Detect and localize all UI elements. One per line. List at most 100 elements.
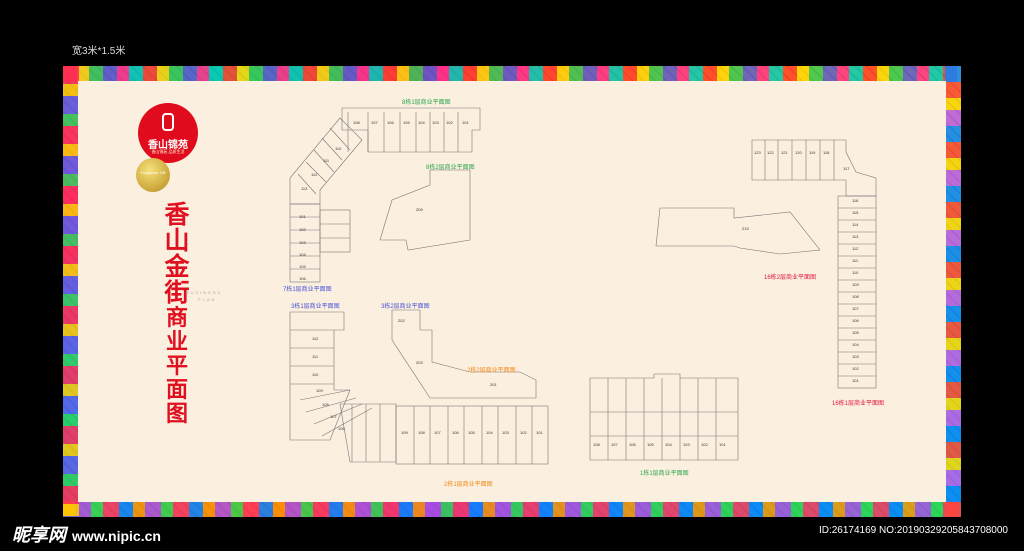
title-bottom: 商 业 平 面 图 bbox=[160, 307, 194, 427]
plan-title-1-1: 1栋1层商业平面图 bbox=[640, 471, 689, 477]
unit-label: 103 bbox=[683, 442, 690, 447]
badge-text: Fragrance Hill bbox=[140, 170, 166, 175]
plan-7-1 bbox=[289, 117, 363, 283]
unit-label: 108 bbox=[322, 402, 329, 407]
unit-label: 102 bbox=[520, 430, 527, 435]
unit-label: 103 bbox=[299, 240, 306, 245]
title-char: 香 bbox=[164, 200, 190, 229]
unit-label: 107 bbox=[371, 120, 378, 125]
plan-title-3-1: 3栋1层商业平面图 bbox=[291, 304, 340, 310]
unit-label: 113 bbox=[852, 234, 859, 239]
unit-label: 101 bbox=[719, 442, 726, 447]
unit-label: 107 bbox=[330, 414, 337, 419]
plan-3-1-2-1 bbox=[289, 311, 549, 465]
title-char: 图 bbox=[165, 402, 188, 427]
unit-label: 111 bbox=[323, 158, 330, 163]
plan-title-16-1: 16栋1层商业平面图 bbox=[832, 401, 885, 407]
subtitle-en-2: PLAN bbox=[198, 297, 217, 302]
plan-title-7-1: 7栋1层商业平面图 bbox=[283, 287, 332, 293]
plan-canvas bbox=[78, 81, 946, 502]
title-char: 业 bbox=[165, 330, 188, 355]
unit-label: 202 bbox=[398, 318, 405, 323]
unit-label: 119 bbox=[809, 150, 816, 155]
unit-label: 107 bbox=[611, 442, 618, 447]
unit-label: 201 bbox=[490, 382, 497, 387]
unit-label: 105 bbox=[468, 430, 475, 435]
watermark-brand-text: 昵享网 bbox=[12, 525, 66, 545]
logo-emblem-icon bbox=[162, 113, 174, 131]
unit-label: 113 bbox=[301, 186, 308, 191]
plan-title-16-2: 16栋2层商业平面图 bbox=[764, 275, 817, 281]
unit-label: 111 bbox=[852, 258, 859, 263]
unit-label: 117 bbox=[843, 166, 850, 171]
unit-label: 108 bbox=[852, 294, 859, 299]
unit-label: 104 bbox=[852, 342, 859, 347]
unit-label: 105 bbox=[852, 330, 859, 335]
unit-label: 103 bbox=[502, 430, 509, 435]
unit-label: 103 bbox=[432, 120, 439, 125]
title-char: 山 bbox=[164, 226, 190, 255]
unit-label: 116 bbox=[852, 198, 859, 203]
unit-label: 110 bbox=[335, 146, 342, 151]
logo-name: 香山锦苑 bbox=[148, 140, 188, 151]
size-note: 宽3米*1.5米 bbox=[72, 46, 126, 57]
unit-label: 102 bbox=[446, 120, 453, 125]
watermark-id: ID:26174169 NO:20190329205843708000 bbox=[818, 525, 1008, 536]
unit-label: 104 bbox=[299, 252, 306, 257]
unit-label: 106 bbox=[338, 426, 345, 431]
plan-8-2 bbox=[379, 169, 471, 251]
unit-label: 109 bbox=[316, 388, 323, 393]
unit-label: 108 bbox=[418, 430, 425, 435]
unit-label: 112 bbox=[311, 172, 318, 177]
unit-label: 106 bbox=[299, 276, 306, 281]
title-char: 商 bbox=[165, 306, 188, 331]
unit-label: 105 bbox=[299, 264, 306, 269]
unit-label: 105 bbox=[403, 120, 410, 125]
unit-label: 106 bbox=[629, 442, 636, 447]
unit-label: 118 bbox=[823, 150, 830, 155]
unit-label: 101 bbox=[536, 430, 543, 435]
plan-16-1 bbox=[751, 139, 877, 389]
unit-label: 114 bbox=[852, 222, 859, 227]
unit-label: 110 bbox=[852, 270, 859, 275]
watermark-site: www.nipic.cn bbox=[72, 528, 161, 544]
unit-label: 103 bbox=[852, 354, 859, 359]
unit-label: 109 bbox=[852, 282, 859, 287]
plan-3-2-2-2 bbox=[391, 309, 537, 399]
title-char: 金 bbox=[164, 252, 190, 281]
unit-label: 112 bbox=[852, 246, 859, 251]
title-char: 街 bbox=[164, 278, 190, 307]
unit-label: 112 bbox=[312, 336, 319, 341]
unit-label: 215 bbox=[742, 226, 749, 231]
gold-badge: Fragrance Hill bbox=[136, 158, 170, 192]
plan-title-2-1: 2栋1层商业平面图 bbox=[444, 482, 493, 488]
unit-label: 104 bbox=[665, 442, 672, 447]
unit-label: 110 bbox=[312, 372, 319, 377]
plan-16-2 bbox=[655, 207, 821, 255]
title-char: 面 bbox=[165, 378, 188, 403]
unit-label: 101 bbox=[462, 120, 469, 125]
unit-label: 121 bbox=[781, 150, 788, 155]
unit-label: 109 bbox=[401, 430, 408, 435]
plan-title-8-1: 8栋1层商业平面图 bbox=[402, 100, 451, 106]
watermark-brand: 昵享网 www.nipic.cn bbox=[12, 521, 161, 547]
unit-label: 101 bbox=[852, 378, 859, 383]
title-top: 香 山 金 街 bbox=[159, 202, 195, 306]
unit-label: 115 bbox=[852, 210, 859, 215]
unit-label: 105 bbox=[647, 442, 654, 447]
unit-label: 120 bbox=[795, 150, 802, 155]
plan-8-1 bbox=[341, 107, 481, 153]
unit-label: 108 bbox=[353, 120, 360, 125]
unit-label: 102 bbox=[299, 227, 306, 232]
unit-label: 122 bbox=[767, 150, 774, 155]
unit-label: 106 bbox=[852, 318, 859, 323]
title-char: 平 bbox=[165, 354, 188, 379]
unit-label: 102 bbox=[852, 366, 859, 371]
subtitle-en-1: BUSINESS bbox=[186, 290, 223, 295]
unit-label: 111 bbox=[312, 354, 319, 359]
unit-label: 106 bbox=[387, 120, 394, 125]
brand-logo: 香山锦苑 香山锦苑 品质生活 bbox=[138, 103, 198, 163]
unit-label: 107 bbox=[434, 430, 441, 435]
unit-label: 106 bbox=[452, 430, 459, 435]
